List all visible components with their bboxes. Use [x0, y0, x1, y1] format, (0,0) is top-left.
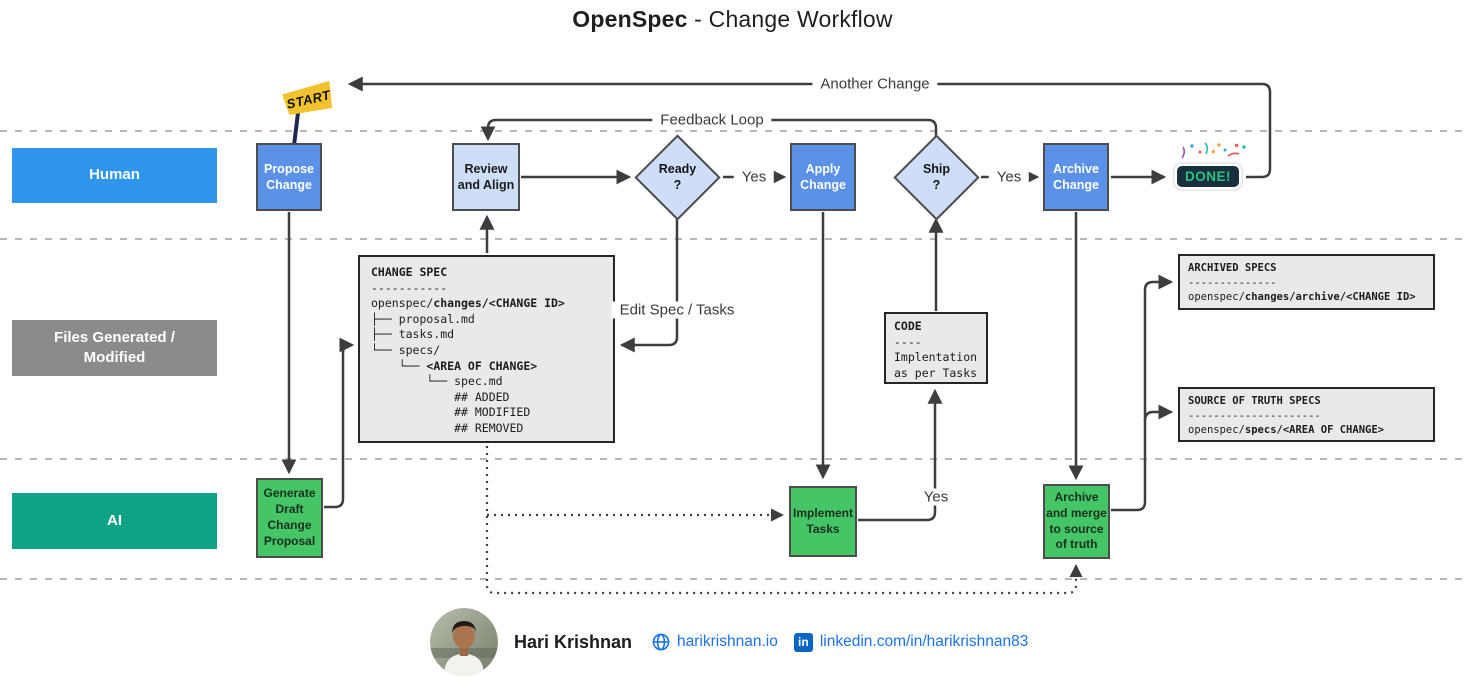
edge-ready-to-editspec	[619, 219, 679, 353]
lane-label-human: Human	[12, 148, 217, 203]
ready-question-mark: ?	[673, 177, 682, 192]
title-brand: OpenSpec	[572, 6, 688, 32]
lane-separator	[0, 238, 1465, 240]
lane-label-files: Files Generated / Modified	[12, 320, 217, 376]
edge-another-change	[347, 76, 1272, 179]
linkedin-icon: in	[793, 632, 813, 652]
file-box-source-of-truth: SOURCE OF TRUTH SPECS-------------------…	[1178, 387, 1435, 442]
edge-archivemerge-to-source	[1143, 404, 1174, 422]
node-archive-change: Archive Change	[1043, 143, 1109, 211]
lane-label-ai: AI	[12, 493, 217, 549]
confetti-icon	[1181, 142, 1246, 159]
decision-ready-label: Ready ?	[649, 149, 706, 206]
decision-ship-label: Ship ?	[908, 149, 965, 206]
edge-dotted-changespec-to-archivemerge	[485, 446, 1083, 595]
node-implement-tasks: Implement Tasks	[789, 486, 857, 557]
avatar	[430, 608, 498, 676]
globe-icon	[652, 633, 670, 651]
ship-question-mark: ?	[932, 177, 941, 192]
edge-label-edit-spec-tasks: Edit Spec / Tasks	[611, 301, 743, 319]
edge-archivemerge-to-archived	[1111, 274, 1174, 512]
node-propose-change: Propose Change	[256, 143, 322, 211]
edge-label-feedback-loop: Feedback Loop	[652, 111, 772, 129]
node-archive-and-merge: Archive and merge to source of truth	[1043, 484, 1110, 559]
website-link[interactable]: harikrishnan.io	[677, 633, 778, 650]
node-review-and-align: Review and Align	[452, 143, 520, 211]
lane-separator	[0, 458, 1465, 460]
edge-label-yes-ready: Yes	[733, 168, 775, 186]
file-box-archived-specs: ARCHIVED SPECS--------------openspec/cha…	[1178, 254, 1435, 310]
edge-implement-yes-code	[858, 388, 943, 522]
footer-credit: Hari Krishnan harikrishnan.io in linkedi…	[430, 606, 1028, 678]
ship-text: Ship	[922, 161, 951, 176]
start-flag-icon: START	[282, 81, 336, 118]
edge-label-yes-ship: Yes	[988, 168, 1030, 186]
linkedin-link[interactable]: linkedin.com/in/harikrishnan83	[819, 633, 1029, 650]
edge-label-another-change: Another Change	[812, 75, 938, 93]
edge-generate-to-changespec	[324, 337, 355, 509]
done-sticker: DONE!	[1168, 140, 1260, 202]
website-link-group: harikrishnan.io	[652, 633, 778, 651]
linkedin-link-group: in linkedin.com/in/harikrishnan83	[793, 632, 1029, 652]
lane-separator	[0, 578, 1465, 580]
node-apply-change: Apply Change	[790, 143, 856, 211]
node-generate-draft-proposal: Generate Draft Change Proposal	[256, 478, 323, 558]
lane-separator	[0, 130, 1465, 132]
done-label: DONE!	[1177, 166, 1239, 187]
title-rest: - Change Workflow	[687, 6, 893, 32]
author-name: Hari Krishnan	[514, 631, 633, 652]
page-title: OpenSpec - Change Workflow	[0, 6, 1465, 33]
file-box-change-spec: CHANGE SPEC-----------openspec/changes/<…	[358, 255, 615, 443]
ready-text: Ready	[658, 161, 697, 176]
edge-label-yes-implement: Yes	[915, 488, 957, 506]
